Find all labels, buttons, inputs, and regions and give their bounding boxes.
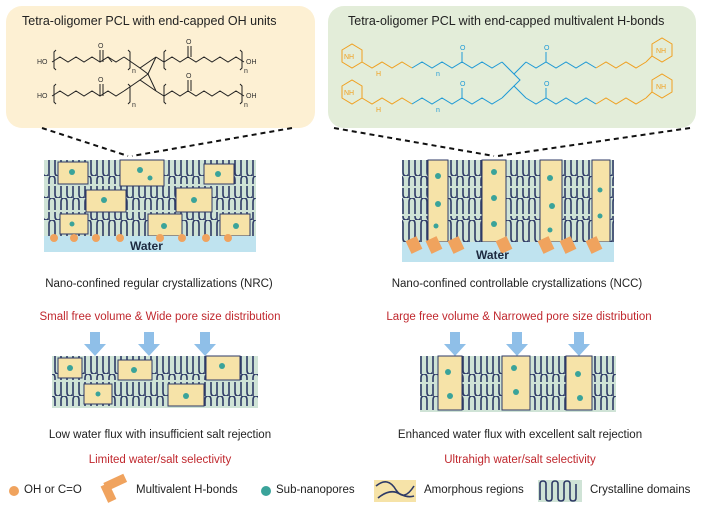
left-highlight: Small free volume & Wide pore size distr… <box>39 311 281 323</box>
mol-o-label-r2: O <box>544 45 550 52</box>
right-selectivity: Ultrahigh water/salt selectivity <box>444 454 596 466</box>
right-bubble-title: Tetra-oligomer PCL with end-capped multi… <box>348 14 665 28</box>
right-result: Enhanced water flux with excellent salt … <box>397 429 643 441</box>
mol-nh-label-4: NH <box>656 84 666 91</box>
mol-n-label-r1: n <box>436 71 440 78</box>
mol-n-label-2: n <box>132 102 136 109</box>
crystalline-icon <box>538 480 582 502</box>
mol-o-label-3: O <box>186 39 192 46</box>
mol-o-label-r1: O <box>460 45 466 52</box>
hbond-icon <box>100 473 128 503</box>
mol-nh-label-3: NH <box>656 48 666 55</box>
legend-hbond-label: Multivalent H-bonds <box>136 484 238 496</box>
right-water-label: Water <box>476 248 509 262</box>
down-arrow-icon <box>138 332 160 356</box>
down-arrow-icon <box>194 332 216 356</box>
legend-oh-label: OH or C=O <box>24 484 82 496</box>
right-caption: Nano-confined controllable crystallizati… <box>391 278 643 290</box>
mol-oh-label-2: HO <box>37 93 48 100</box>
legend-pores-label: Sub-nanopores <box>276 484 355 496</box>
mol-n-label-r2: n <box>436 107 440 114</box>
down-arrow-icon <box>84 332 106 356</box>
legend-crystalline-label: Crystalline domains <box>590 484 691 496</box>
left-selectivity: Limited water/salt selectivity <box>88 454 232 466</box>
legend-amorphous-label: Amorphous regions <box>424 484 524 496</box>
mol-o-label-r3: O <box>460 81 466 88</box>
mol-o-label-1: O <box>98 43 104 50</box>
mol-h-label-2: H <box>376 107 381 114</box>
mol-n-label-3: n <box>244 68 248 75</box>
amorphous-icon <box>374 480 416 502</box>
down-arrow-icon <box>568 332 590 356</box>
right-highlight: Large free volume & Narrowed pore size d… <box>386 311 652 323</box>
left-bubble-title: Tetra-oligomer PCL with end-capped OH un… <box>22 14 277 28</box>
left-result: Low water flux with insufficient salt re… <box>48 429 272 441</box>
mol-h-label-1: H <box>376 71 381 78</box>
mol-o-label-r4: O <box>544 81 550 88</box>
down-arrow-icon <box>506 332 528 356</box>
left-water-label: Water <box>130 239 163 253</box>
mol-n-label-1: n <box>132 68 136 75</box>
pore-dot-icon <box>261 486 271 496</box>
left-caption: Nano-confined regular crystallizations (… <box>45 278 273 290</box>
mol-oh-label-1: HO <box>37 59 48 66</box>
mol-nh-label-2: NH <box>344 90 354 97</box>
mol-n-label-4: n <box>244 102 248 109</box>
left-molecule-bubble <box>6 6 315 128</box>
mol-o-label-2: O <box>98 77 104 84</box>
mol-oh-label-3: OH <box>246 59 257 66</box>
down-arrow-icon <box>444 332 466 356</box>
mol-oh-label-4: OH <box>246 93 257 100</box>
oh-dot-icon <box>9 486 19 496</box>
mol-nh-label-1: NH <box>344 54 354 61</box>
mol-o-label-4: O <box>186 73 192 80</box>
